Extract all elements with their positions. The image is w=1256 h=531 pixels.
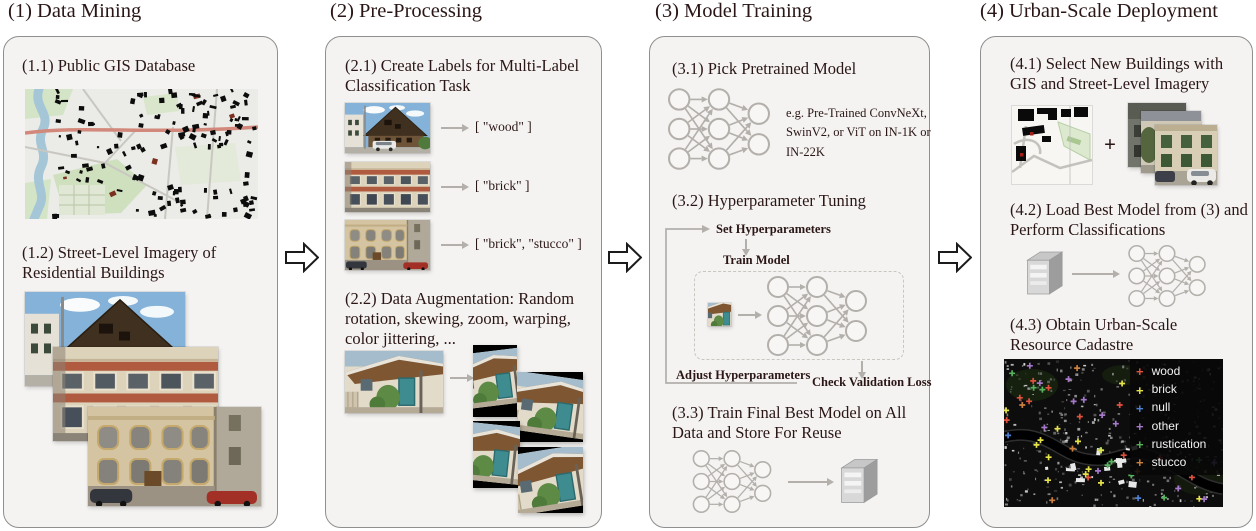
arrow-right-icon <box>441 183 469 191</box>
neural-network-icon <box>764 276 870 356</box>
augmented-image-1 <box>473 345 517 417</box>
street-photo-stucco-house <box>88 407 261 506</box>
cadastre-legend: + wood + brick + null + other + rustication + stucc… <box>1130 359 1223 475</box>
column-title-model-training: (3) Model Training <box>655 0 813 22</box>
neural-network-icon <box>668 88 770 170</box>
legend-item-null: + null <box>1136 401 1217 415</box>
neural-network-icon <box>690 450 774 513</box>
stage-arrow-icon <box>938 241 973 274</box>
augmented-image-3 <box>473 421 520 488</box>
label-example-wood-image <box>345 103 430 153</box>
heading-pick-pretrained-model: (3.1) Pick Pretrained Model <box>672 59 857 78</box>
label-brick-stucco: [ "brick", "stucco" ] <box>475 236 582 251</box>
heading-data-augmentation: (2.2) Data Augmentation: Random rotation… <box>345 289 575 348</box>
legend-marker-icon: + <box>1136 364 1144 380</box>
legend-item-stucco: + stucco <box>1136 454 1217 471</box>
legend-item-wood: + wood <box>1136 364 1217 380</box>
heading-load-best-model: (4.2) Load Best Model from (3) and Perfo… <box>1010 200 1248 239</box>
train-model-label: Train Model <box>723 253 790 267</box>
train-input-image <box>708 303 731 326</box>
arrow-down-icon <box>742 239 750 256</box>
legend-item-other: + other <box>1136 418 1217 434</box>
legend-marker-icon: + <box>1136 418 1144 434</box>
legend-marker-icon: + <box>1136 455 1144 471</box>
tuning-loop-connector <box>658 222 910 392</box>
label-example-brick-image <box>345 162 430 212</box>
arrow-right-icon <box>450 374 474 382</box>
pretrained-model-caption: e.g. Pre-Trained ConvNeXt, SwinV2, or Vi… <box>786 106 931 159</box>
legend-item-brick: + brick <box>1136 382 1217 398</box>
gis-map-image <box>25 89 258 219</box>
new-building-photo-front <box>1155 125 1217 185</box>
server-icon <box>836 456 879 506</box>
arrow-right-icon <box>1072 270 1120 278</box>
heading-create-labels: (2.1) Create Labels for Multi-Label Clas… <box>345 56 580 95</box>
legend-label: null <box>1151 400 1171 415</box>
check-validation-loss-label: Check Validation Loss <box>812 375 932 389</box>
heading-resource-cadastre: (4.3) Obtain Urban-Scale Resource Cadast… <box>1010 315 1178 354</box>
heading-train-final-model: (3.3) Train Final Best Model on All Data… <box>672 403 907 442</box>
legend-label: rustication <box>1151 436 1207 451</box>
label-example-stucco-image <box>345 220 430 270</box>
neural-network-icon <box>1122 245 1212 307</box>
arrow-right-icon <box>738 311 762 319</box>
augmented-image-2 <box>517 372 583 442</box>
arrow-right-icon <box>441 124 469 132</box>
stage-arrow-icon <box>608 241 643 274</box>
arrow-right-icon <box>441 241 469 249</box>
heading-street-level-imagery: (1.2) Street-Level Imagery of Residentia… <box>22 243 217 282</box>
adjust-hyperparameters-label: Adjust Hyperparameters <box>676 368 811 382</box>
legend-label: wood <box>1151 364 1181 378</box>
heading-public-gis-database: (1.1) Public GIS Database <box>22 56 196 75</box>
legend-marker-icon: + <box>1136 400 1144 416</box>
augmentation-source-image <box>345 351 443 413</box>
legend-label: brick <box>1151 382 1177 397</box>
legend-marker-icon: + <box>1136 382 1144 398</box>
column-title-data-mining: (1) Data Mining <box>8 0 142 22</box>
label-wood: [ "wood" ] <box>475 119 532 134</box>
panel-model-training <box>649 36 930 528</box>
legend-label: stucco <box>1151 454 1187 469</box>
set-hyperparameters-label: Set Hyperparameters <box>716 222 831 236</box>
heading-select-new-buildings: (4.1) Select New Buildings with GIS and … <box>1010 54 1224 93</box>
column-title-pre-processing: (2) Pre-Processing <box>330 0 483 22</box>
label-brick: [ "brick" ] <box>475 178 530 193</box>
legend-item-rustication: + rustication <box>1136 436 1217 453</box>
arrow-right-icon <box>788 478 834 486</box>
legend-label: other <box>1151 418 1179 433</box>
plus-sign: + <box>1104 132 1116 156</box>
augmented-image-4 <box>518 447 583 513</box>
server-icon <box>1022 246 1064 300</box>
new-buildings-gis-map <box>1012 106 1092 184</box>
stage-arrow-icon <box>285 241 320 274</box>
column-title-deployment: (4) Urban-Scale Deployment <box>980 0 1218 22</box>
train-model-dashed-box <box>694 271 904 360</box>
heading-hyperparameter-tuning: (3.2) Hyperparameter Tuning <box>672 191 866 210</box>
arrow-down-icon <box>858 361 866 379</box>
legend-marker-icon: + <box>1136 437 1144 453</box>
